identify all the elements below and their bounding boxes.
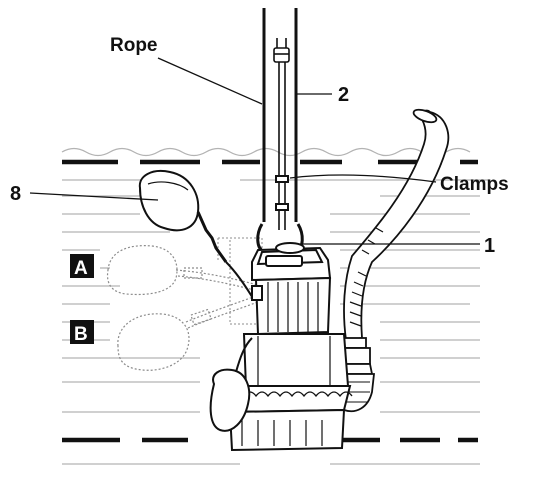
float-position-a <box>106 245 263 296</box>
discharge-hose <box>335 108 450 413</box>
marker-a-label: A <box>74 258 88 279</box>
marker-b: B <box>70 320 94 345</box>
power-cable <box>273 38 290 230</box>
label-2: 2 <box>338 84 349 106</box>
label-1: 1 <box>484 235 495 257</box>
label-8: 8 <box>10 183 21 205</box>
marker-a: A <box>70 254 94 279</box>
leader-lines <box>29 57 480 245</box>
clamps <box>275 175 289 211</box>
label-rope: Rope <box>110 35 158 56</box>
rope <box>262 8 298 222</box>
label-clamps: Clamps <box>440 174 509 195</box>
float-switch <box>138 170 255 301</box>
pump <box>209 223 353 452</box>
float-position-b <box>117 295 259 371</box>
marker-b-label: B <box>74 324 88 345</box>
